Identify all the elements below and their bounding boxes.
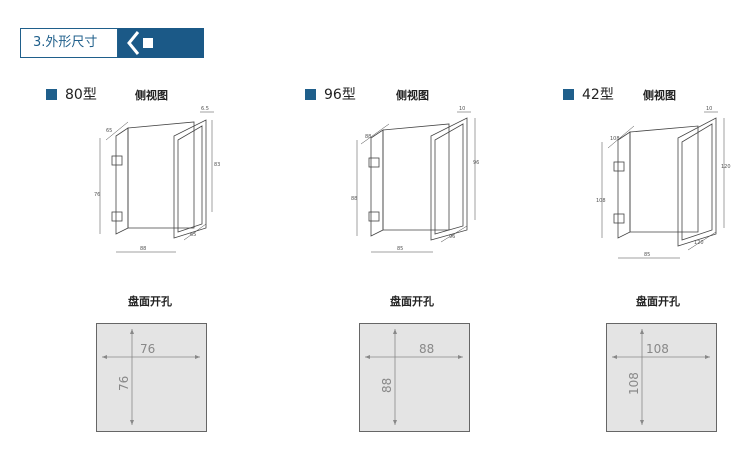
cutout-width: 88: [419, 342, 434, 356]
dim-depth: 88: [140, 246, 146, 252]
cutout-drawing-80: 76 76: [96, 323, 207, 432]
chevron-icon: [127, 31, 153, 55]
dim-top: 65: [106, 128, 112, 134]
model-title-42: 42型: [563, 84, 614, 104]
cutout-height: 76: [117, 376, 131, 391]
model-title-80: 80型: [46, 84, 97, 104]
dim-slant: 65: [190, 232, 196, 238]
dim-depth: 85: [397, 246, 403, 252]
side-view-drawing-96: 10 96 88 85 96 88: [351, 106, 479, 253]
model-marker-icon: [563, 89, 574, 100]
cutout-label: 盘面开孔: [128, 295, 172, 308]
cutout-label: 盘面开孔: [390, 295, 434, 308]
cutout-width: 108: [646, 342, 669, 356]
dim-top: 108: [610, 136, 620, 142]
cutout-height: 108: [627, 372, 641, 395]
cutout-label: 盘面开孔: [636, 295, 680, 308]
model-marker-icon: [305, 89, 316, 100]
dim-slant: 120: [694, 240, 704, 246]
side-view-label: 侧视图: [396, 89, 429, 102]
dim-body-height: 108: [596, 198, 606, 204]
side-view-label: 侧视图: [135, 89, 168, 102]
section-title: 3.外形尺寸: [20, 28, 118, 58]
dim-top: 88: [365, 134, 371, 140]
model-title-96: 96型: [305, 84, 356, 104]
dim-body-height: 88: [351, 196, 357, 202]
dim-depth: 85: [644, 252, 650, 258]
dim-front-thickness: 10: [706, 106, 712, 112]
cutout-drawing-96: 88 88: [359, 323, 470, 432]
side-view-drawing-42: 10 120 108 85 120 108: [596, 106, 731, 259]
cutout-width: 76: [140, 342, 155, 356]
model-marker-icon: [46, 89, 57, 100]
cutout-height: 88: [380, 378, 394, 393]
section-header-bar: [118, 28, 204, 58]
dim-front-thickness: 6.5: [201, 106, 209, 112]
side-view-label: 侧视图: [643, 89, 676, 102]
side-view-drawing-80: 6.5 83 76 88 65 65: [94, 106, 220, 253]
dim-front-thickness: 10: [459, 106, 465, 112]
dim-height: 96: [473, 160, 479, 166]
dim-height: 120: [721, 164, 731, 170]
dim-body-height: 76: [94, 192, 100, 198]
cutout-drawing-42: 108 108: [606, 323, 717, 432]
dim-height: 83: [214, 162, 220, 168]
dim-slant: 96: [449, 234, 455, 240]
